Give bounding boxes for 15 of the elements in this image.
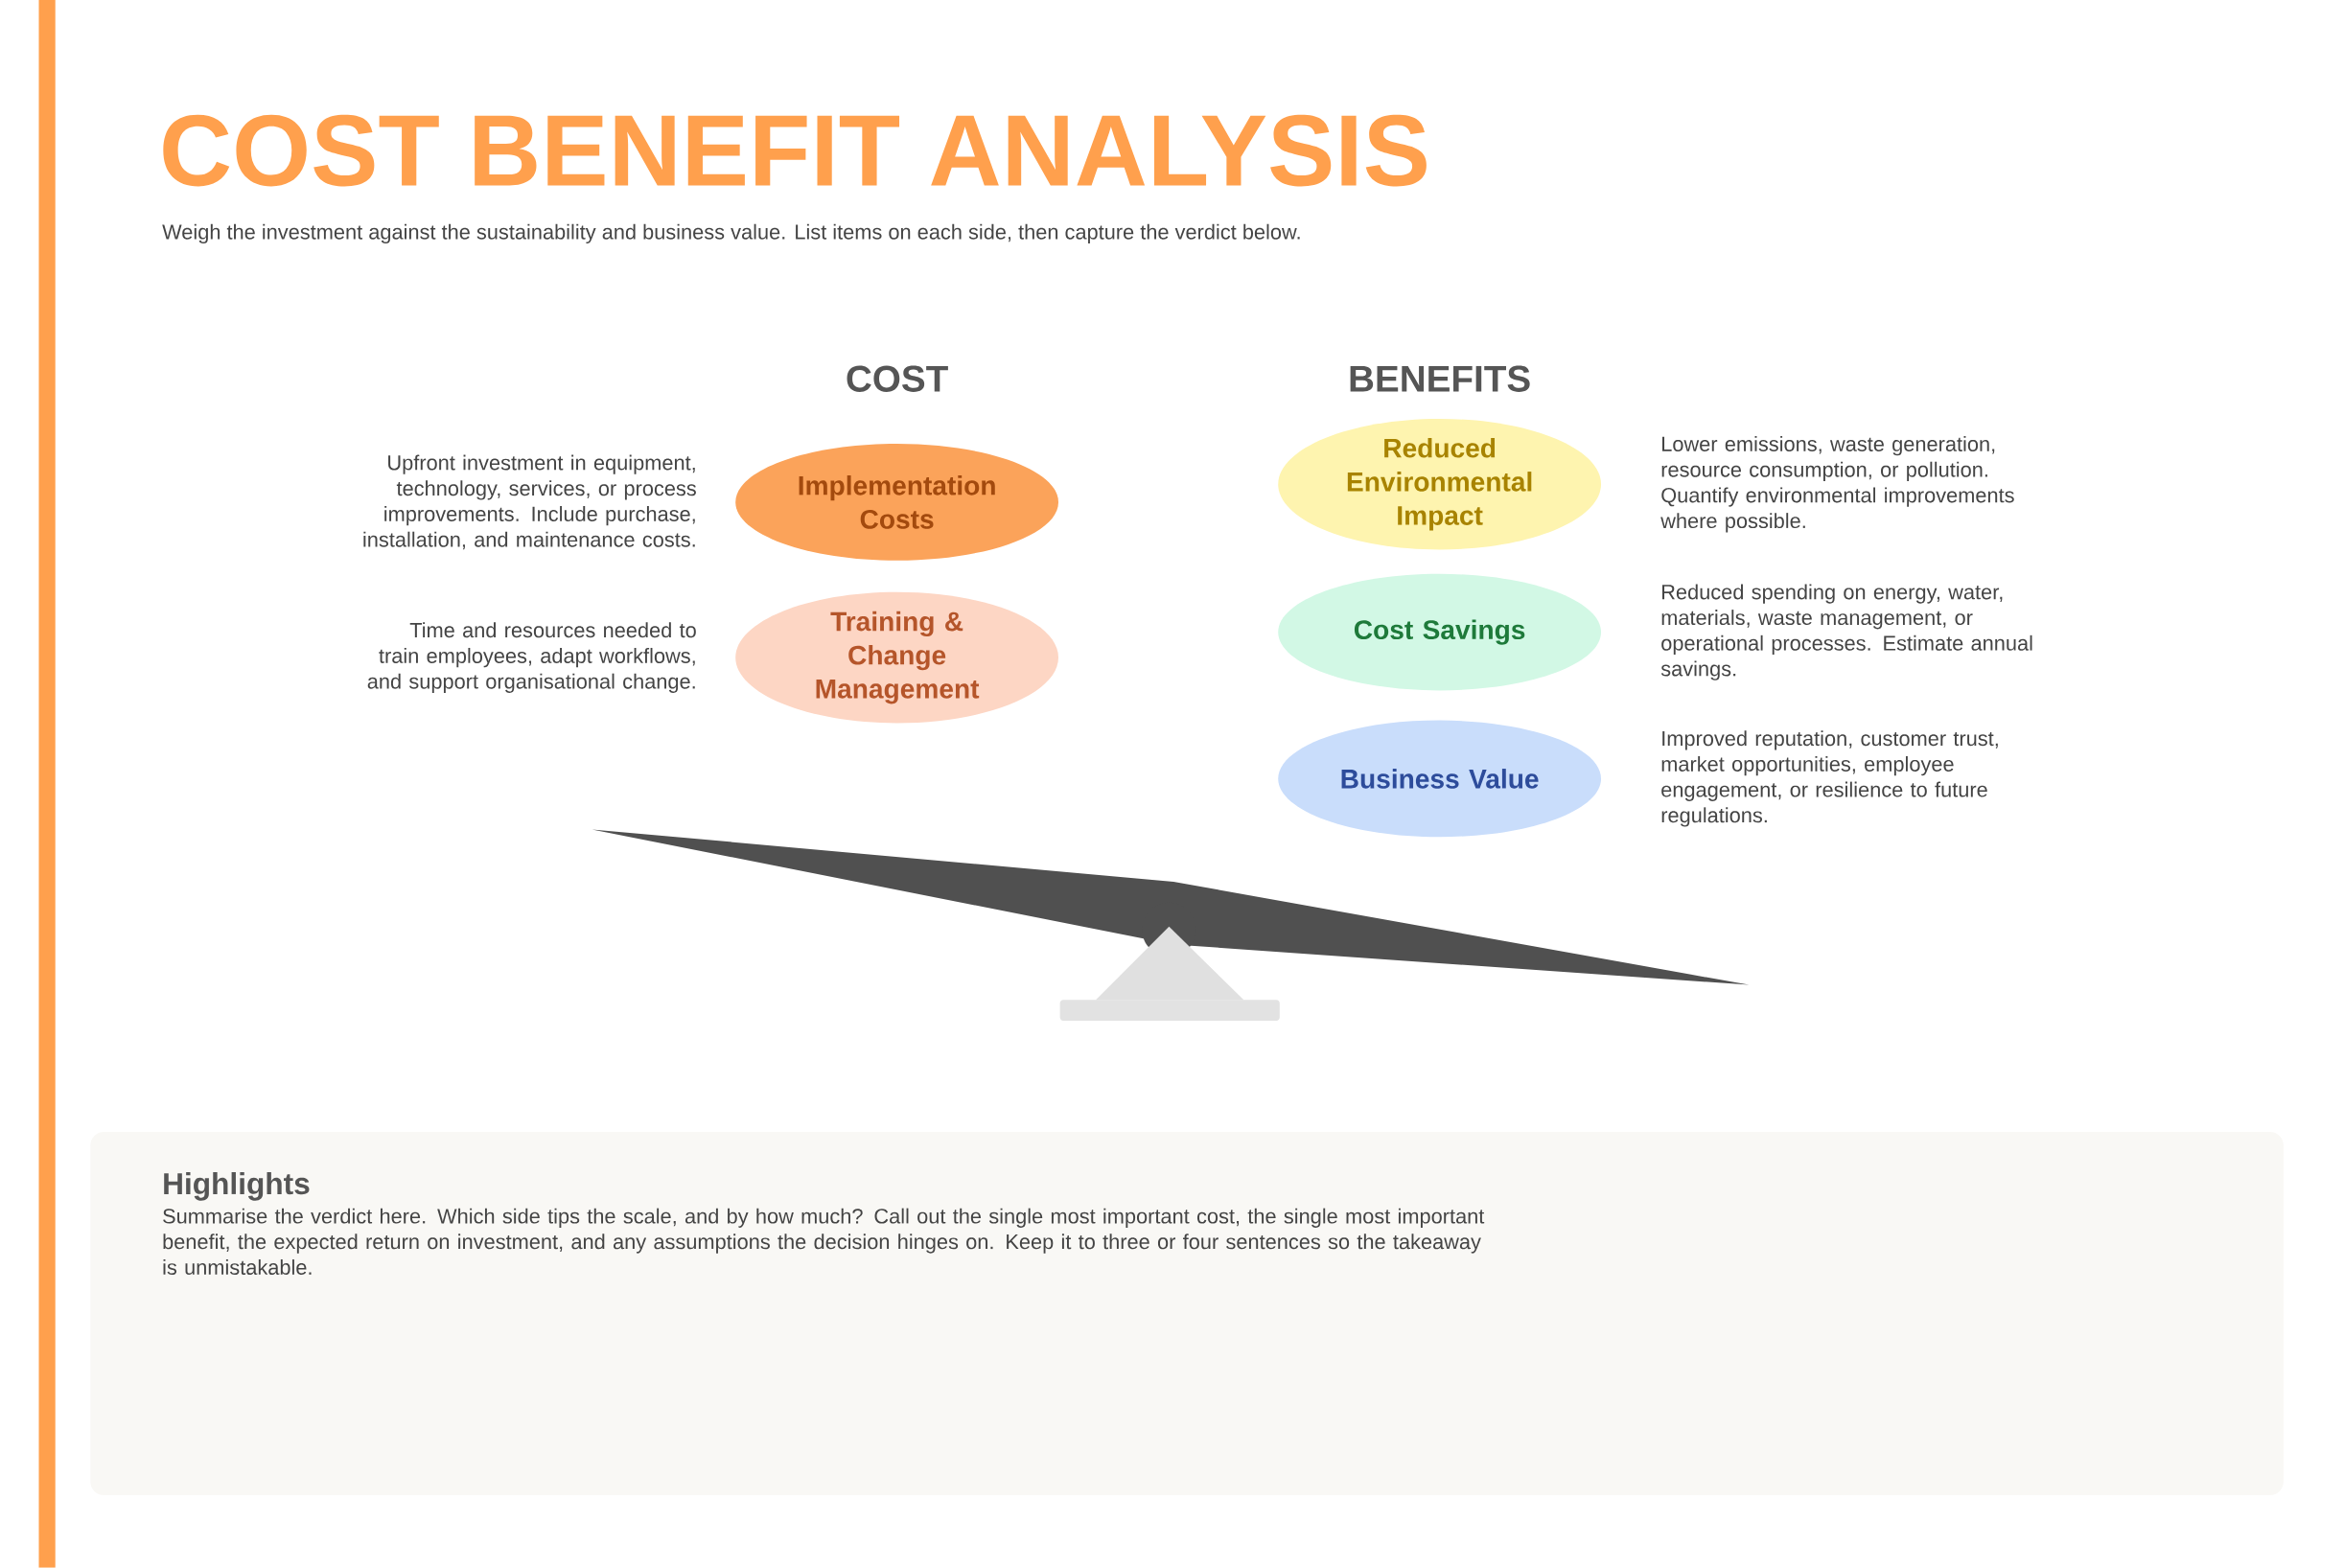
description: Reduced spending on energy, water, materials, waste management, or operational processes. Estimate annual savings. xyxy=(1660,584,2032,680)
description: Time and resources needed to train employees, adapt workflows, and support organisational change. xyxy=(367,622,696,694)
title: COST BENEFIT ANALYSIS xyxy=(163,114,1427,187)
panel-heading: Highlights xyxy=(164,1172,310,1201)
ellipse-node: Business Value xyxy=(1278,720,1601,838)
subtitle: Weigh the investment against the sustainability and business value. List items on each side, then capture the verdict below. xyxy=(162,223,1300,244)
column-heading: COST xyxy=(847,365,948,393)
ellipse-node: Training & Change Management xyxy=(735,591,1058,724)
ellipse-node: Cost Savings xyxy=(1278,573,1601,691)
panel-text: Summarise the verdict here. Which side tips the scale, and by how much? Call out the single most important cost, the single most important benefit, the expected return on investment, and any assumptions the decision hinges on. Keep it to three or four sentences so the takeaway is unmistakable. xyxy=(163,1208,1485,1276)
description: Upfront investment in equipment, technology, services, or process improvements. Include purchase, installation, and maintenance costs. xyxy=(363,454,696,550)
description: Lower emissions, waste generation, resource consumption, or pollution. Quantify environmental improvements where possible. xyxy=(1660,436,2014,533)
ellipse-node: Reduced Environmental Impact xyxy=(1278,419,1601,550)
ellipse-node: Implementation Costs xyxy=(735,444,1058,561)
description: Improved reputation, customer trust, market opportunities, employee engagement, or resilience to future regulations. xyxy=(1661,730,1998,827)
